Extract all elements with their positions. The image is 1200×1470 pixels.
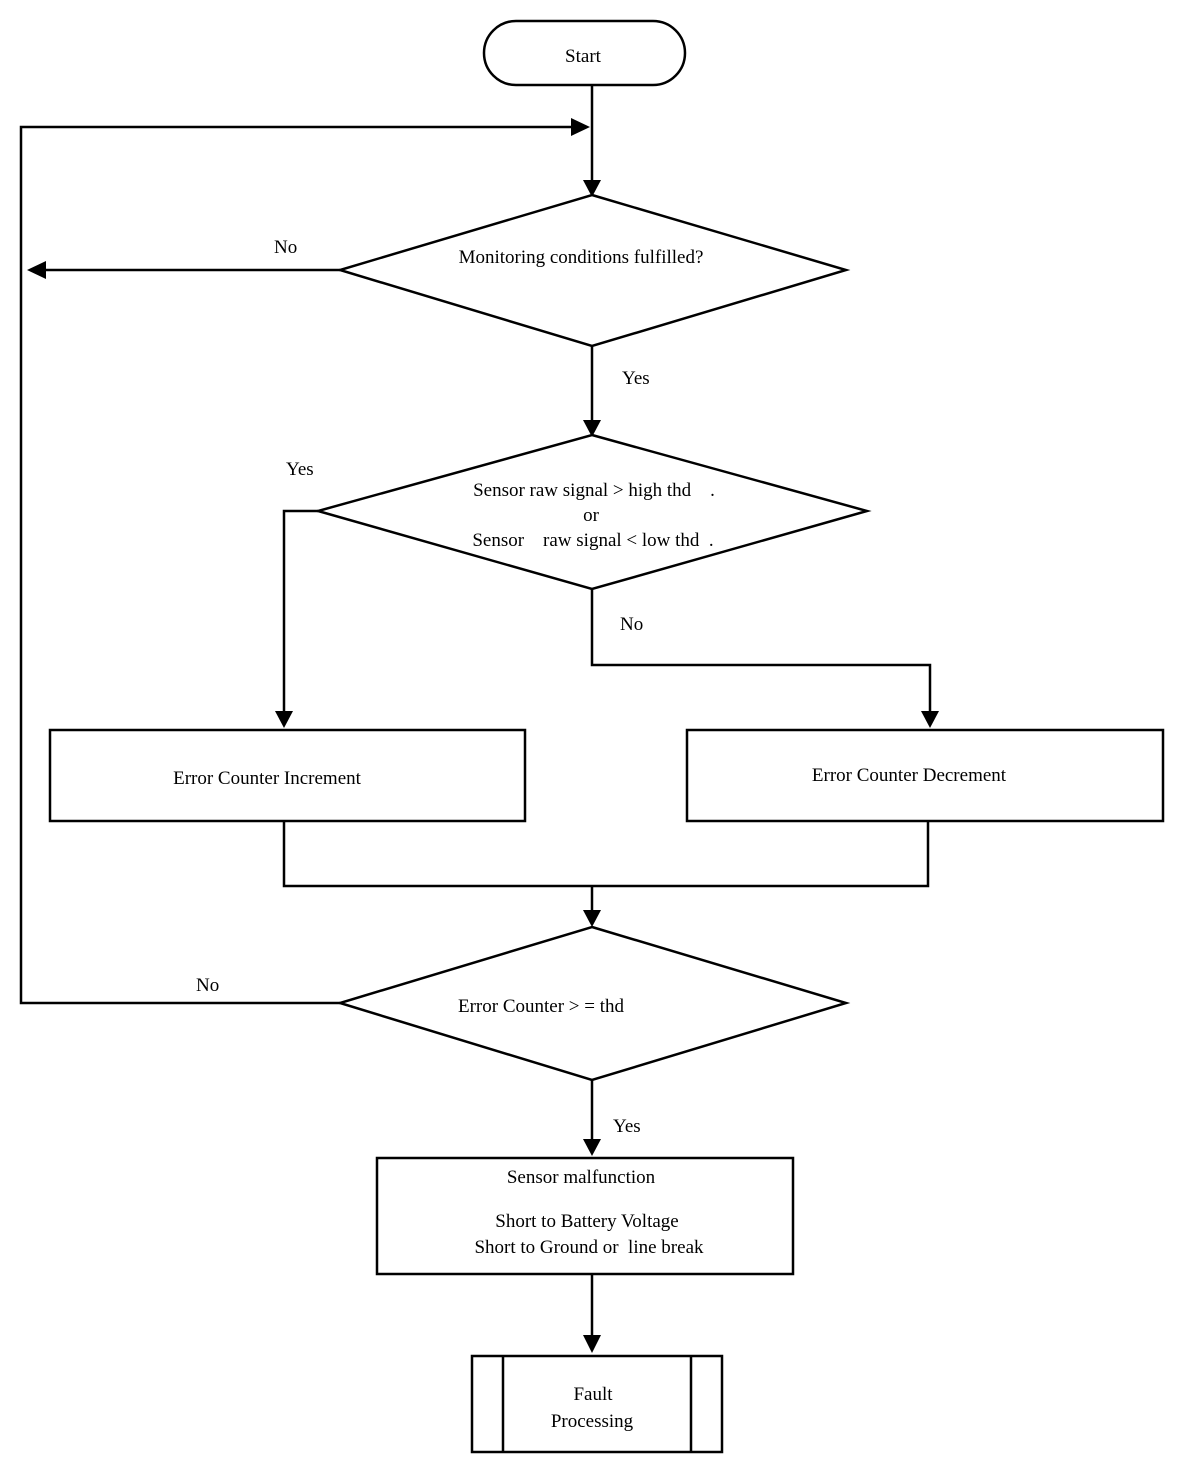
- arrowhead-loop-return: [571, 118, 590, 136]
- monitoring-label: Monitoring conditions fulfilled?: [459, 247, 704, 268]
- edge-label-counter-yes: Yes: [613, 1116, 641, 1137]
- arrowhead-into-monitoring: [583, 180, 601, 197]
- signal-check-diamond: [313, 433, 872, 591]
- counter-check-diamond: [335, 925, 851, 1082]
- connector-counter-no-loop: [19, 125, 574, 1005]
- arrowhead-into-fault: [583, 1335, 601, 1353]
- malfunction-box: [375, 1156, 795, 1276]
- increment-box: [48, 728, 527, 823]
- start-node: Start: [482, 19, 687, 87]
- edge-label-signal-yes: Yes: [286, 459, 314, 480]
- malfunction-line-1: Sensor malfunction: [507, 1167, 656, 1188]
- connectors: [19, 86, 932, 1338]
- decrement-process: Error Counter Decrement: [685, 728, 1165, 823]
- start-terminator: [482, 19, 687, 87]
- signal-check-decision: Sensor raw signal > high thd . or Sensor…: [313, 433, 872, 591]
- edge-labels: No Yes Yes No No Yes: [196, 237, 650, 1137]
- signal-check-line-1: Sensor raw signal > high thd .: [473, 480, 715, 501]
- signal-check-line-3: Sensor raw signal < low thd .: [472, 530, 713, 551]
- monitoring-decision: Monitoring conditions fulfilled?: [335, 193, 851, 348]
- malfunction-line-3: Short to Ground or line break: [474, 1237, 704, 1258]
- arrowhead-monitoring-no: [27, 261, 46, 279]
- arrowhead-into-signal-check: [583, 420, 601, 437]
- malfunction-process: Sensor malfunction Short to Battery Volt…: [375, 1156, 795, 1276]
- edge-label-signal-no: No: [620, 614, 643, 635]
- decrement-label: Error Counter Decrement: [812, 765, 1007, 786]
- start-label: Start: [565, 46, 602, 67]
- increment-label: Error Counter Increment: [173, 768, 362, 789]
- edge-label-counter-no: No: [196, 975, 219, 996]
- signal-check-line-2: or: [583, 505, 600, 526]
- arrowhead-into-increment: [275, 711, 293, 728]
- decrement-box: [685, 728, 1165, 823]
- arrowhead-into-counter-check: [583, 910, 601, 927]
- counter-check-decision: Error Counter > = thd: [335, 925, 851, 1082]
- fault-line-2: Processing: [551, 1411, 634, 1432]
- fault-process: Fault Processing: [470, 1354, 724, 1454]
- monitoring-diamond: [335, 193, 851, 348]
- connector-increment-merge: [282, 821, 930, 888]
- edge-label-monitoring-yes: Yes: [622, 368, 650, 389]
- connector-signal-no: [590, 589, 932, 714]
- malfunction-line-2: Short to Battery Voltage: [495, 1211, 678, 1232]
- connector-signal-yes: [282, 509, 318, 714]
- arrowhead-into-malfunction: [583, 1139, 601, 1156]
- edge-label-monitoring-no: No: [274, 237, 297, 258]
- arrowhead-into-decrement: [921, 711, 939, 728]
- counter-check-label: Error Counter > = thd: [458, 996, 625, 1017]
- arrowheads: [27, 118, 939, 1353]
- increment-process: Error Counter Increment: [48, 728, 527, 823]
- fault-box: [470, 1354, 724, 1454]
- fault-line-1: Fault: [573, 1384, 613, 1405]
